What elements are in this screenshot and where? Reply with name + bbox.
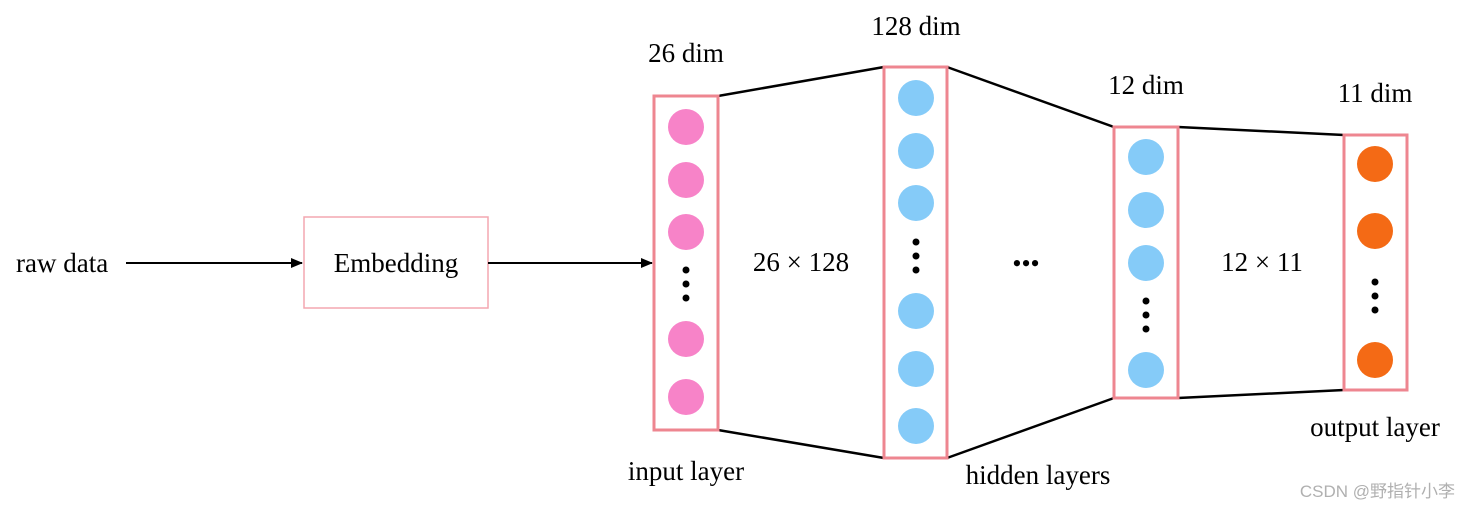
weight-label-1: 26 × 128: [753, 247, 849, 277]
raw-data-label: raw data: [16, 248, 108, 278]
input-node: [668, 214, 704, 250]
hidden-layers-ellipsis: •••: [1012, 249, 1039, 278]
input-node: [668, 109, 704, 145]
watermark: CSDN @野指针小李: [1300, 482, 1455, 501]
hidden-node: [898, 80, 934, 116]
hidden-layers-label: hidden layers: [966, 460, 1111, 490]
hidden-layer-1-nodes: [898, 80, 934, 444]
connection-input-hidden-bottom: [717, 428, 885, 460]
hidden-layer-2-nodes: [1128, 139, 1164, 388]
hidden-1-vertical-ellipsis: [912, 238, 920, 274]
layer-connections: [717, 65, 1345, 460]
output-layer-box: [1342, 133, 1409, 392]
input-node: [668, 321, 704, 357]
hidden-layer-2-box: [1112, 125, 1180, 400]
output-node: [1357, 342, 1393, 378]
hidden-node: [1128, 192, 1164, 228]
hidden-dim-2-label: 12 dim: [1108, 70, 1184, 100]
connection-hidden-output-top: [1177, 125, 1345, 137]
hidden-2-vertical-ellipsis: [1142, 297, 1150, 333]
output-layer-nodes: [1357, 146, 1393, 378]
embedding-label: Embedding: [334, 248, 458, 278]
input-layer-label: input layer: [628, 456, 744, 486]
hidden-node: [898, 133, 934, 169]
input-node: [668, 379, 704, 415]
hidden-layer-1-box: [882, 65, 949, 460]
output-dim-label: 11 dim: [1338, 78, 1413, 108]
input-dim-label: 26 dim: [648, 38, 724, 68]
input-node: [668, 162, 704, 198]
output-vertical-ellipsis: [1371, 278, 1379, 314]
input-layer-nodes: [668, 109, 704, 415]
hidden-node: [898, 185, 934, 221]
hidden-node: [898, 408, 934, 444]
connection-hidden-output-bottom: [1177, 388, 1345, 400]
weight-label-2: 12 × 11: [1221, 247, 1303, 277]
hidden-node: [1128, 139, 1164, 175]
hidden-dim-1-label: 128 dim: [871, 11, 960, 41]
input-vertical-ellipsis: [682, 266, 690, 302]
hidden-node: [898, 351, 934, 387]
output-layer-label: output layer: [1310, 412, 1440, 442]
output-node: [1357, 146, 1393, 182]
hidden-node: [1128, 245, 1164, 281]
hidden-node: [1128, 352, 1164, 388]
hidden-node: [898, 293, 934, 329]
connection-hidden-hidden-top: [946, 65, 1115, 129]
output-node: [1357, 213, 1393, 249]
input-layer-box: [652, 94, 720, 432]
connection-hidden-hidden-bottom: [946, 396, 1115, 460]
connection-input-hidden-top: [717, 65, 885, 98]
